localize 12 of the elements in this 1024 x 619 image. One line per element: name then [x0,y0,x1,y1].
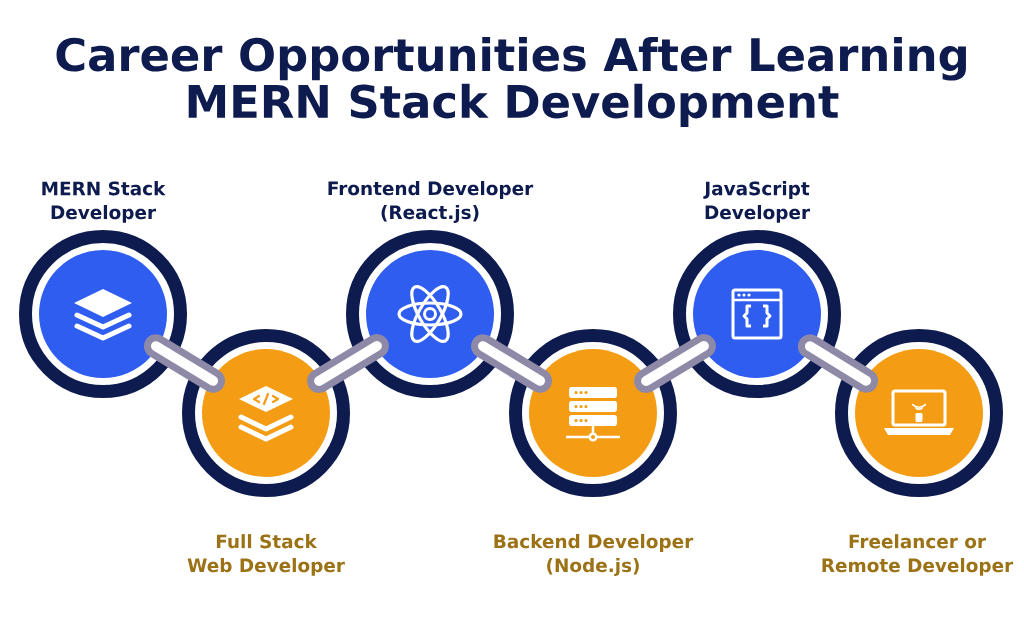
chain-link [471,334,552,393]
chain-link [144,334,225,393]
role-label: Full Stack Web Developer [187,534,345,576]
role-label: MERN Stack Developer [42,181,166,223]
chain-link [307,334,389,393]
role-label: Freelancer or Remote Developer [822,534,1014,576]
role-label: Backend Developer (Node.js) [494,534,694,576]
chain-link [797,334,879,393]
role-label: JavaScript Developer [703,181,810,223]
role-label: Frontend Developer (React.js) [328,181,534,223]
chain-link [634,334,716,393]
title: Career Opportunities After Learning MERN Stack Development [56,36,966,128]
